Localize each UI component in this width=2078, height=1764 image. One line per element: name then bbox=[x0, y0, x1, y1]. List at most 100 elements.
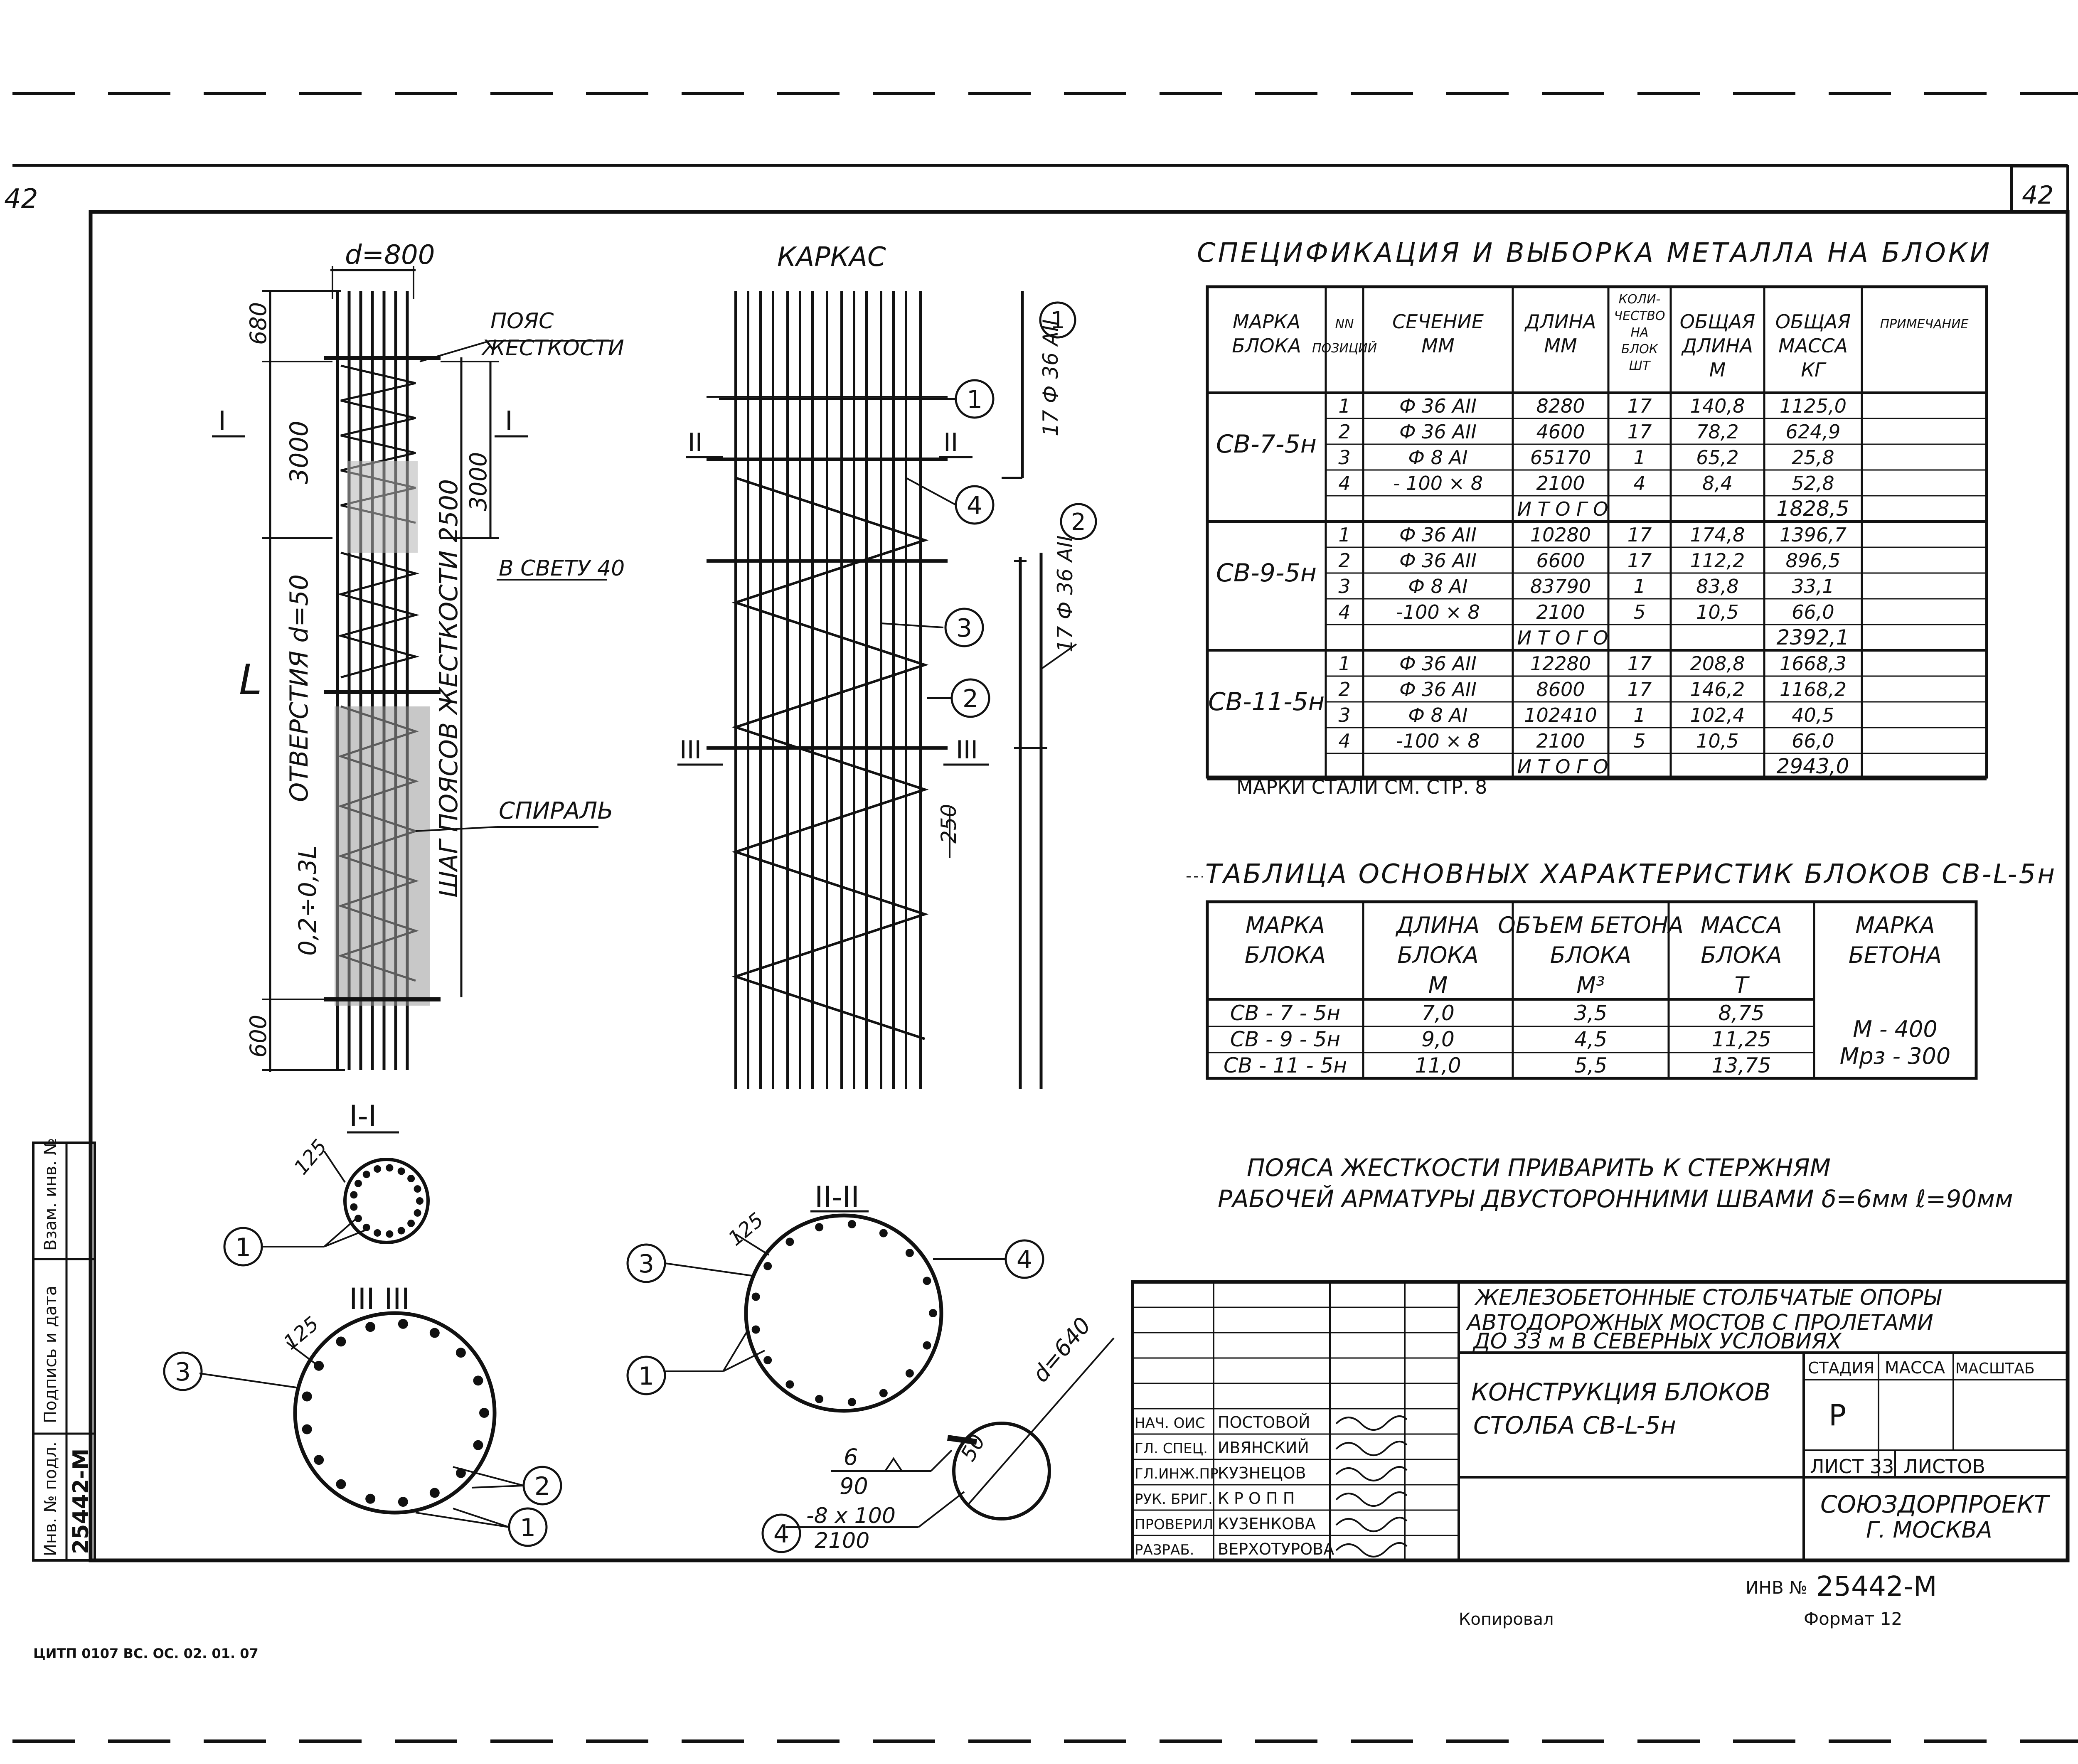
char-header: Т bbox=[1735, 972, 1750, 998]
spec-cell: 140,8 bbox=[1690, 395, 1745, 417]
section-3-3: III III 125 3 2 1 bbox=[163, 1282, 562, 1547]
spec-cell: Ф 8 АI bbox=[1408, 575, 1467, 598]
title-block: ЖЕЛЕЗОБЕТОННЫЕ СТОЛБЧАТЫЕ ОПОРЫ АВТОДОРО… bbox=[1131, 1280, 2069, 1562]
section-2-title: II-II bbox=[815, 1180, 859, 1214]
rebar-dot bbox=[923, 1277, 931, 1285]
project-line-2: АВТОДОРОЖНЫХ МОСТОВ С ПРОЛЕТАМИ bbox=[1466, 1310, 1933, 1335]
spec-cell: 4 bbox=[1338, 472, 1350, 495]
char-header: БЛОКА bbox=[1701, 942, 1782, 968]
spec-header: БЛОК bbox=[1621, 342, 1659, 357]
diameter-label: d=800 bbox=[345, 240, 435, 271]
rebar-dot bbox=[336, 1479, 346, 1489]
callout-text: 4 bbox=[1017, 1245, 1032, 1274]
callout-2 bbox=[1060, 503, 1097, 540]
callout-text: 2 bbox=[1071, 509, 1086, 536]
sheets-label: ЛИСТОВ bbox=[1903, 1455, 1985, 1478]
spec-cell: 1 bbox=[1633, 446, 1645, 469]
hole-label: ОТВЕРСТИЯ d=50 bbox=[285, 574, 314, 802]
spec-header: ЧЕСТВО bbox=[1614, 309, 1665, 323]
spec-cell: 10,5 bbox=[1696, 730, 1738, 752]
spec-header: ШТ bbox=[1629, 359, 1651, 373]
spec-cell: -100 × 8 bbox=[1396, 601, 1480, 623]
callout-1 bbox=[955, 379, 995, 419]
spec-cell: 4 bbox=[1633, 472, 1645, 495]
spec-header: БЛОКА bbox=[1232, 335, 1301, 357]
rebar-dot bbox=[815, 1223, 824, 1232]
rebar-dot bbox=[923, 1341, 931, 1350]
dim-600: 600 bbox=[245, 1015, 271, 1058]
rebar-dot bbox=[386, 1230, 394, 1238]
spec-cell: 83,8 bbox=[1696, 575, 1738, 598]
spec-cell: Ф 36 АII bbox=[1399, 549, 1477, 572]
spec-cell: 8,4 bbox=[1702, 472, 1733, 495]
spec-header: ММ bbox=[1544, 335, 1577, 357]
rebar-dot bbox=[905, 1249, 914, 1257]
char-header: МАРКА bbox=[1246, 912, 1325, 938]
spec-cell: 1 bbox=[1338, 395, 1350, 417]
signature bbox=[1335, 1517, 1408, 1532]
spec-cell: Ф 36 АII bbox=[1399, 421, 1477, 443]
char-cell: 5,5 bbox=[1574, 1053, 1608, 1078]
spec-cell: Ф 8 АI bbox=[1408, 446, 1467, 469]
char-header: ДЛИНА bbox=[1396, 912, 1480, 938]
column-elevation: d=800 680 3000 600 0,2÷0,3L ОТВЕРСТИЯ d=… bbox=[212, 240, 625, 1072]
callout-text: 1 bbox=[520, 1513, 536, 1543]
spec-cell: Ф 36 АII bbox=[1399, 395, 1477, 417]
project-line-3: ДО 33 м В СЕВЕРНЫХ УСЛОВИЯХ bbox=[1472, 1329, 1842, 1354]
bar-1-label: 17 Ф 36 АII bbox=[1039, 319, 1063, 436]
spec-cell: 83790 bbox=[1530, 575, 1591, 598]
spec-cell: 10,5 bbox=[1696, 601, 1738, 623]
dim-3000-left: 3000 bbox=[285, 421, 314, 484]
char-title: ТАБЛИЦА ОСНОВНЫХ ХАРАКТЕРИСТИК БЛОКОВ СВ… bbox=[1205, 859, 2056, 890]
callout-1 bbox=[626, 1356, 666, 1395]
spec-cell: 4 bbox=[1338, 730, 1350, 752]
callout-4 bbox=[1005, 1239, 1044, 1279]
rebar-dot bbox=[365, 1493, 376, 1504]
rebar-dot bbox=[473, 1375, 483, 1386]
section-1-dim: 125 bbox=[289, 1135, 332, 1179]
spec-cell: 1125,0 bbox=[1780, 395, 1847, 417]
callout-3 bbox=[626, 1243, 666, 1283]
spec-header: ПОЗИЦИЙ bbox=[1312, 341, 1377, 356]
rebar-dot bbox=[398, 1497, 408, 1507]
spec-cell: 1 bbox=[1633, 575, 1645, 598]
plate-circle bbox=[952, 1422, 1051, 1520]
rebar-dot bbox=[905, 1369, 914, 1378]
callout-text: 1 bbox=[967, 385, 982, 414]
spec-cell: 208,8 bbox=[1690, 652, 1745, 675]
plate-section: -8 x 100 bbox=[806, 1503, 896, 1528]
rebar-dot bbox=[302, 1424, 312, 1434]
steel-note: МАРКИ СТАЛИ СМ. СТР. 8 bbox=[1236, 776, 1487, 798]
callout-1 bbox=[508, 1507, 548, 1547]
copied-label: Копировал bbox=[1459, 1610, 1554, 1629]
spec-cell: Ф 8 АI bbox=[1408, 704, 1467, 726]
rebar-dot bbox=[350, 1191, 358, 1199]
spec-cell: 17 bbox=[1627, 549, 1652, 572]
rebar-dot bbox=[763, 1262, 772, 1270]
footer: ИНВ № 25442-М Копировал Формат 12 ЦИТП 0… bbox=[33, 1570, 1937, 1661]
section-2-2: II-II 125 3 4 1 bbox=[626, 1180, 1044, 1413]
char-cell: 3,5 bbox=[1574, 1001, 1608, 1025]
spec-cell: - 100 × 8 bbox=[1393, 472, 1483, 495]
spec-cell: 112,2 bbox=[1690, 549, 1745, 572]
rebar-dot bbox=[354, 1179, 362, 1187]
stamp-inv-label: Инв. № подл. bbox=[41, 1442, 60, 1556]
role-title: НАЧ. ОИС bbox=[1135, 1415, 1205, 1432]
char-header: М bbox=[1428, 972, 1448, 998]
inv-label: ИНВ № bbox=[1746, 1577, 1807, 1598]
sheet-frame bbox=[12, 92, 2078, 1743]
callout-text: 4 bbox=[967, 491, 982, 520]
spec-cell: 624,9 bbox=[1786, 421, 1841, 443]
project-line-1: ЖЕЛЕЗОБЕТОННЫЕ СТОЛБЧАТЫЕ ОПОРЫ bbox=[1474, 1285, 1942, 1310]
total-value: 2392,1 bbox=[1777, 625, 1849, 650]
rebar-dot bbox=[429, 1328, 440, 1338]
rebar-dot bbox=[429, 1488, 440, 1498]
spec-cell: 2 bbox=[1338, 421, 1350, 443]
belt-label: ЖЕСТКОСТИ bbox=[481, 336, 624, 361]
rebar-dot bbox=[815, 1395, 824, 1403]
spec-cell: 17 bbox=[1627, 678, 1652, 701]
org-name: СОЮЗДОРПРОЕКТ bbox=[1820, 1490, 2051, 1518]
role-name: КУЗЕНКОВА bbox=[1218, 1515, 1316, 1533]
rebar-dot bbox=[455, 1468, 466, 1478]
spec-cell: Ф 36 АII bbox=[1399, 524, 1477, 546]
